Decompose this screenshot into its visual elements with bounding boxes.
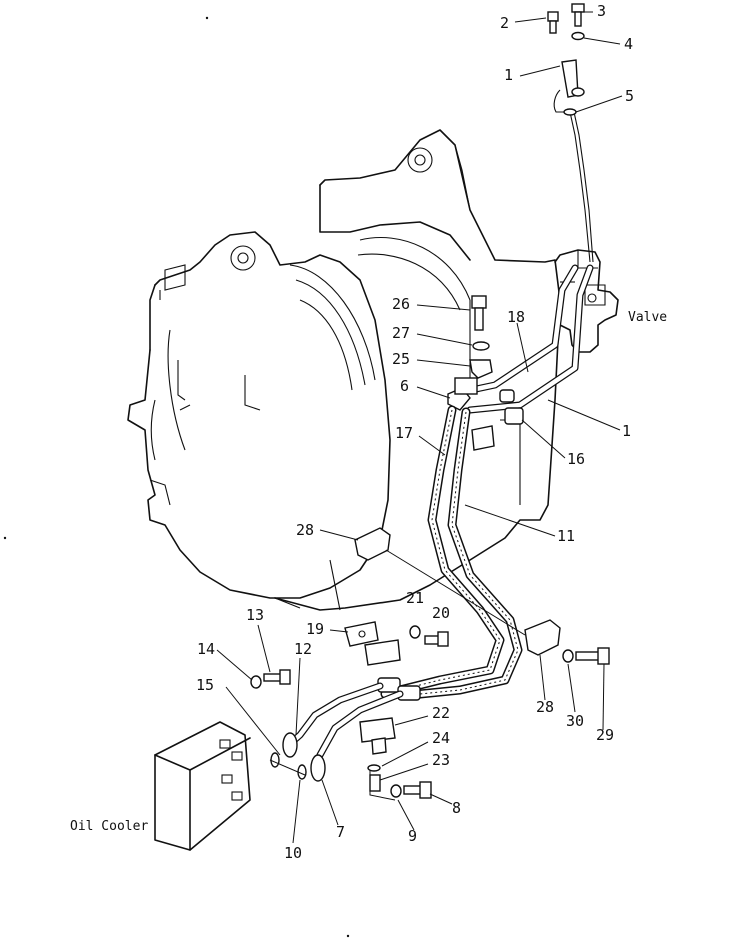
washer-4 [571,31,585,41]
bolt-23 [369,774,381,792]
callout-23: 23 [432,751,450,769]
hose-11 [400,407,523,701]
control-valve [554,249,619,353]
callout-26: 26 [392,295,410,313]
callout-19: 19 [306,620,324,638]
callout-12: 12 [294,640,312,658]
callout-30: 30 [566,712,584,730]
washer-14 [250,675,262,689]
speck [205,16,209,20]
callout-2: 2 [500,14,509,32]
callout-1b: 1 [622,422,631,440]
bolt-3 [571,3,585,27]
callout-28a: 28 [296,521,314,539]
callout-14: 14 [197,640,215,658]
washer-21 [409,625,421,639]
callout-25: 25 [392,350,410,368]
callout-7: 7 [336,823,345,841]
oil-cooler-label: Oil Cooler [70,819,148,834]
callout-15: 15 [196,676,214,694]
fitting-16 [499,389,524,425]
callout-8: 8 [452,799,461,817]
pipe-18 [458,264,579,396]
hose-fittings [377,677,421,701]
bolt-2 [547,11,559,34]
callout-20: 20 [432,604,450,622]
callout-28b: 28 [536,698,554,716]
speck [346,934,350,938]
callout-10: 10 [284,844,302,862]
pipe-12 [288,682,404,759]
o-ring-15 [270,752,280,768]
callout-numbers: 1 2 3 4 5 26 18 27 25 6 1 17 16 11 28 13… [196,2,634,862]
callout-27: 27 [392,324,410,342]
callout-4: 4 [624,35,633,53]
dipstick-cable [553,59,594,263]
bracket-22 [359,717,396,755]
callout-3: 3 [597,2,606,20]
callout-17: 17 [395,424,413,442]
callout-13: 13 [246,606,264,624]
leader-lines [216,11,623,844]
pipe-1 [466,264,594,414]
callout-11: 11 [557,527,575,545]
callout-5: 5 [625,87,634,105]
bolt-13 [263,669,291,685]
bolt-8 [403,781,432,799]
bolt-20 [424,631,449,647]
bolt-26 [471,295,487,331]
bracket-6-lower [471,425,495,451]
callout-6: 6 [400,377,409,395]
callout-16: 16 [567,450,585,468]
callout-18: 18 [507,308,525,326]
washer-9 [390,784,402,798]
washer-24 [367,764,381,772]
oil-cooler [154,721,251,851]
flange-7 [310,754,326,782]
callout-21: 21 [406,589,424,607]
callout-24: 24 [432,729,450,747]
transmission-housing [127,129,561,611]
valve-label: Valve [628,310,667,325]
bracket-19 [344,621,401,666]
clamp-28-upper [354,527,391,561]
flange-upper [282,732,298,758]
callout-1: 1 [504,66,513,84]
bolt-29 [575,647,610,665]
washer-30 [562,649,574,663]
clamp-28-lower [524,619,561,656]
fitting-6 [447,377,478,411]
callout-29: 29 [596,726,614,744]
callout-22: 22 [432,704,450,722]
speck [3,536,7,540]
washer-27 [472,341,490,351]
callout-9: 9 [408,827,417,845]
hose-17 [380,405,505,699]
clamp-25 [469,359,493,379]
